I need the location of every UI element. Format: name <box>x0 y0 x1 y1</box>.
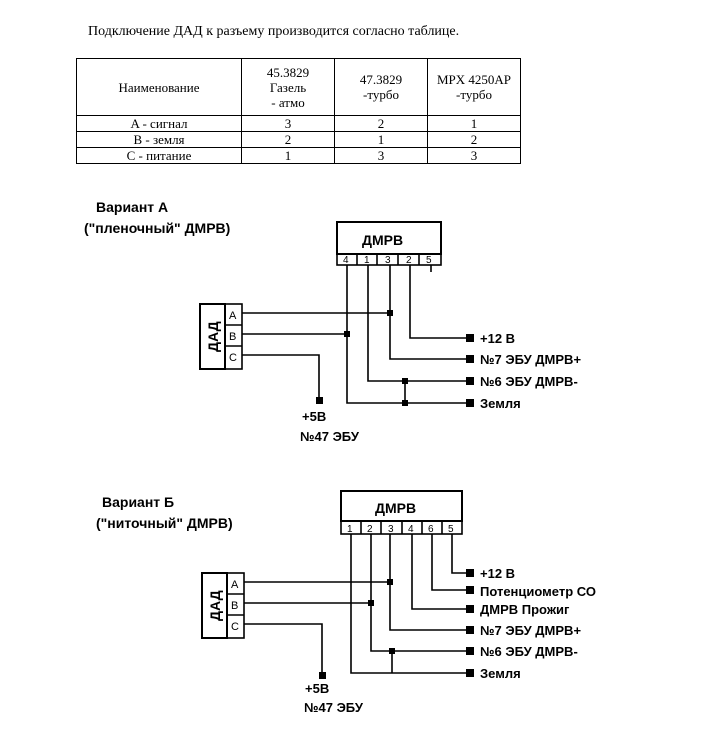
variant-a-title: Вариант А <box>96 199 168 215</box>
maf-pin-label: 6 <box>428 524 434 535</box>
maf-label: ДМРВ <box>362 232 403 248</box>
variant-b-title: Вариант Б <box>102 494 174 510</box>
sensor-connector-b: ДАД A B C <box>201 572 245 639</box>
output-label: Земля <box>480 666 521 681</box>
sensor-label: ДАД <box>205 321 221 352</box>
sensor-pin-label: A <box>231 579 239 591</box>
output-label: Земля <box>480 396 521 411</box>
output-label: Потенциометр СО <box>480 584 596 599</box>
table-cell: B - земля <box>76 131 242 148</box>
variant-a: Вариант А ("пленочный" ДМРВ) ДМРВ 4 1 3 … <box>84 199 581 444</box>
output-label: №6 ЭБУ ДМРВ- <box>480 644 578 659</box>
maf-pin-label: 3 <box>385 255 391 266</box>
output-label: +12 В <box>480 566 515 581</box>
sensor-label: ДАД <box>207 590 223 621</box>
variant-b-subtitle: ("ниточный" ДМРВ) <box>96 515 233 531</box>
pin-table: Наименование 45.3829 Газель - атмо 47.38… <box>76 58 521 164</box>
maf-pin-label: 4 <box>343 255 349 266</box>
maf-connector-b: ДМРВ 1 2 3 4 6 5 <box>340 490 463 535</box>
variant-a-subtitle: ("пленочный" ДМРВ) <box>84 220 230 236</box>
output-label: №6 ЭБУ ДМРВ- <box>480 374 578 389</box>
table-cell: 3 <box>427 147 521 164</box>
output-label: +12 В <box>480 331 515 346</box>
maf-pin-label: 5 <box>426 255 432 266</box>
table-cell: A - сигнал <box>76 115 242 132</box>
supply-label: +5В <box>302 409 326 424</box>
maf-pin-label: 2 <box>406 255 412 266</box>
supply-ecu-label: №47 ЭБУ <box>300 429 360 444</box>
maf-connector-a: ДМРВ 4 1 3 2 5 <box>336 221 442 266</box>
table-row: A - сигнал 3 2 1 <box>76 115 521 132</box>
table-row: B - земля 2 1 2 <box>76 131 521 148</box>
output-label: №7 ЭБУ ДМРВ+ <box>480 352 581 367</box>
wires-b <box>244 534 470 676</box>
sensor-connector-a: ДАД A B C <box>199 303 243 370</box>
junction-dots-b <box>319 569 474 679</box>
maf-pin-label: 5 <box>448 524 454 535</box>
maf-pin-label: 3 <box>388 524 394 535</box>
wires-a <box>242 265 470 404</box>
supply-ecu-label: №47 ЭБУ <box>304 700 364 715</box>
maf-label: ДМРВ <box>375 500 416 516</box>
sensor-pin-label: C <box>231 621 239 633</box>
table-header-cell: Наименование <box>76 58 242 116</box>
maf-pin-label: 1 <box>364 255 370 266</box>
table-row: C - питание 1 3 3 <box>76 147 521 164</box>
maf-pin-label: 4 <box>408 524 414 535</box>
table-header-cell: 45.3829 Газель - атмо <box>241 58 335 116</box>
junction-dots-a <box>316 310 474 407</box>
maf-pin-label: 2 <box>367 524 373 535</box>
sensor-pin-label: B <box>229 331 236 343</box>
sensor-pin-label: A <box>229 310 237 322</box>
sensor-pin-label: B <box>231 600 238 612</box>
intro-text: Подключение ДАД к разъему производится с… <box>88 24 460 39</box>
table-header-cell: MPX 4250AP -турбо <box>427 58 521 116</box>
supply-label: +5В <box>305 681 329 696</box>
variant-b: Вариант Б ("ниточный" ДМРВ) ДМРВ 1 2 3 4… <box>96 490 596 715</box>
output-label: ДМРВ Прожиг <box>480 602 570 617</box>
sensor-pin-label: C <box>229 352 237 364</box>
table-header-cell: 47.3829 -турбо <box>334 58 428 116</box>
table-cell: C - питание <box>76 147 242 164</box>
output-label: №7 ЭБУ ДМРВ+ <box>480 623 581 638</box>
table-header-row: Наименование 45.3829 Газель - атмо 47.38… <box>76 58 521 116</box>
maf-pin-label: 1 <box>347 524 353 535</box>
